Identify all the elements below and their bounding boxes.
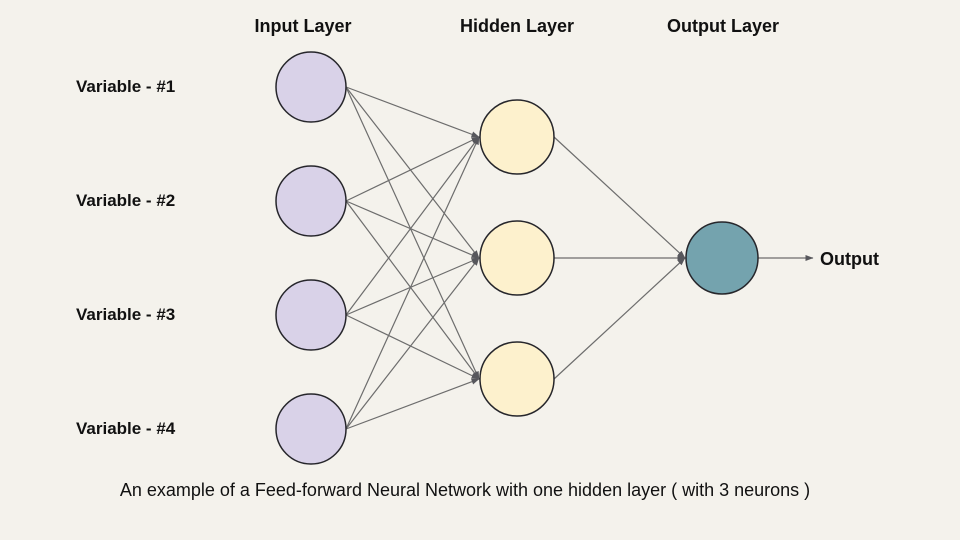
connection-edge xyxy=(345,136,480,316)
variable-1-label: Variable - #1 xyxy=(76,77,176,96)
variable-3-label: Variable - #3 xyxy=(76,305,176,324)
connection-edge xyxy=(553,257,686,380)
connection-edge xyxy=(345,314,480,380)
output-layer-header: Output Layer xyxy=(666,16,780,36)
output-label: Output xyxy=(820,249,879,269)
connection-edge xyxy=(345,86,480,138)
connection-edge xyxy=(345,86,480,380)
input-node xyxy=(275,279,347,351)
connection-edge xyxy=(345,136,480,202)
connection-edge xyxy=(345,86,480,259)
input-node xyxy=(275,165,347,237)
hidden-node xyxy=(479,341,555,417)
connection-edge xyxy=(345,378,480,430)
connection-edge xyxy=(345,200,480,380)
input-node xyxy=(275,393,347,465)
connection-edge xyxy=(345,136,480,430)
connection-edge xyxy=(345,257,480,316)
variable-2-label: Variable - #2 xyxy=(76,191,176,210)
connection-edge xyxy=(553,136,686,259)
variable-4-label: Variable - #4 xyxy=(76,419,176,438)
input-layer-header: Input Layer xyxy=(254,16,352,36)
connection-edge xyxy=(345,257,480,430)
connection-edge xyxy=(345,200,480,259)
input-node xyxy=(275,51,347,123)
caption-text: An example of a Feed-forward Neural Netw… xyxy=(119,480,811,500)
hidden-node xyxy=(479,99,555,175)
hidden-node xyxy=(479,220,555,296)
output-node xyxy=(685,221,759,295)
hidden-layer-header: Hidden Layer xyxy=(459,16,575,36)
